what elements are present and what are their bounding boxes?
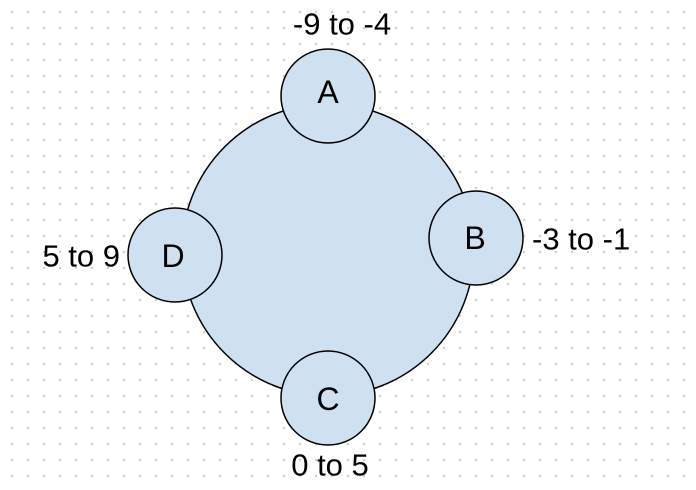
node-d: D [127,207,223,303]
node-c-circle [280,350,376,446]
node-a-range: -9 to -4 [293,7,391,42]
node-b-circle [428,190,524,286]
node-c-label: C [316,381,339,417]
node-a-circle [280,48,376,144]
node-a-label: A [317,74,339,110]
node-b-label: B [464,220,485,256]
node-c-range: 0 to 5 [291,448,369,483]
node-b-range: -3 to -1 [532,222,630,257]
node-b: B [428,190,524,286]
node-c: C [280,350,376,446]
node-d-circle [127,207,223,303]
node-a: A [280,48,376,144]
node-d-label: D [161,238,184,274]
node-d-range: 5 to 9 [42,239,120,274]
